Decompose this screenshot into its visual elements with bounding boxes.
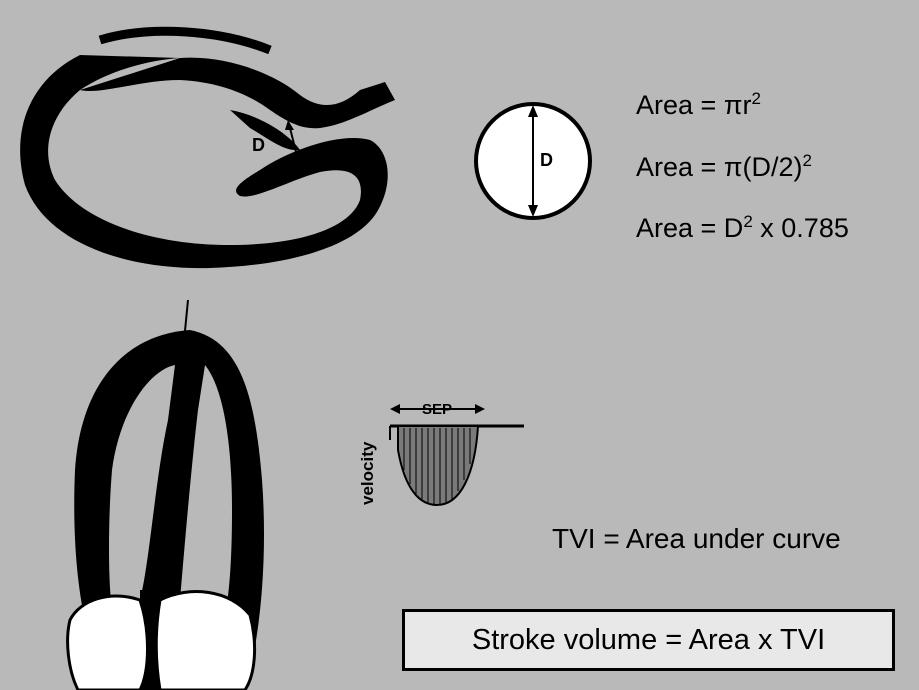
annulus-circle [476, 104, 590, 218]
d-label-heart: D [252, 135, 265, 155]
tvi-definition: TVI = Area under curve [552, 523, 841, 555]
formula-3-lhs: Area = D [636, 213, 743, 243]
formula-2-lhs: Area = [636, 152, 724, 182]
sep-label: SEP [422, 401, 452, 418]
formula-1-lhs: Area = [636, 90, 724, 120]
formula-2-pi: π [724, 152, 743, 182]
formula-3-exponent: 2 [743, 212, 752, 231]
formula-area-pi-r2: Area = πr2 [636, 89, 761, 121]
formula-area-pi-d-half: Area = π(D/2)2 [636, 151, 812, 183]
stroke-volume-box: Stroke volume = Area x TVI [402, 609, 895, 671]
stroke-volume-formula: Stroke volume = Area x TVI [472, 624, 825, 657]
formula-area-d2-0785: Area = D2 x 0.785 [636, 212, 849, 244]
d-label-circle: D [540, 150, 553, 170]
formula-1-pi: π [724, 90, 743, 120]
formula-1-exponent: 2 [751, 89, 760, 108]
heart-apical-view [68, 300, 264, 690]
formula-2-exponent: 2 [802, 151, 811, 170]
formula-2-base: (D/2) [742, 152, 802, 182]
doppler-curve [390, 404, 524, 505]
formula-3-rest: x 0.785 [753, 213, 849, 243]
velocity-axis-label: velocity [358, 441, 377, 505]
heart-long-axis-view [20, 31, 395, 268]
